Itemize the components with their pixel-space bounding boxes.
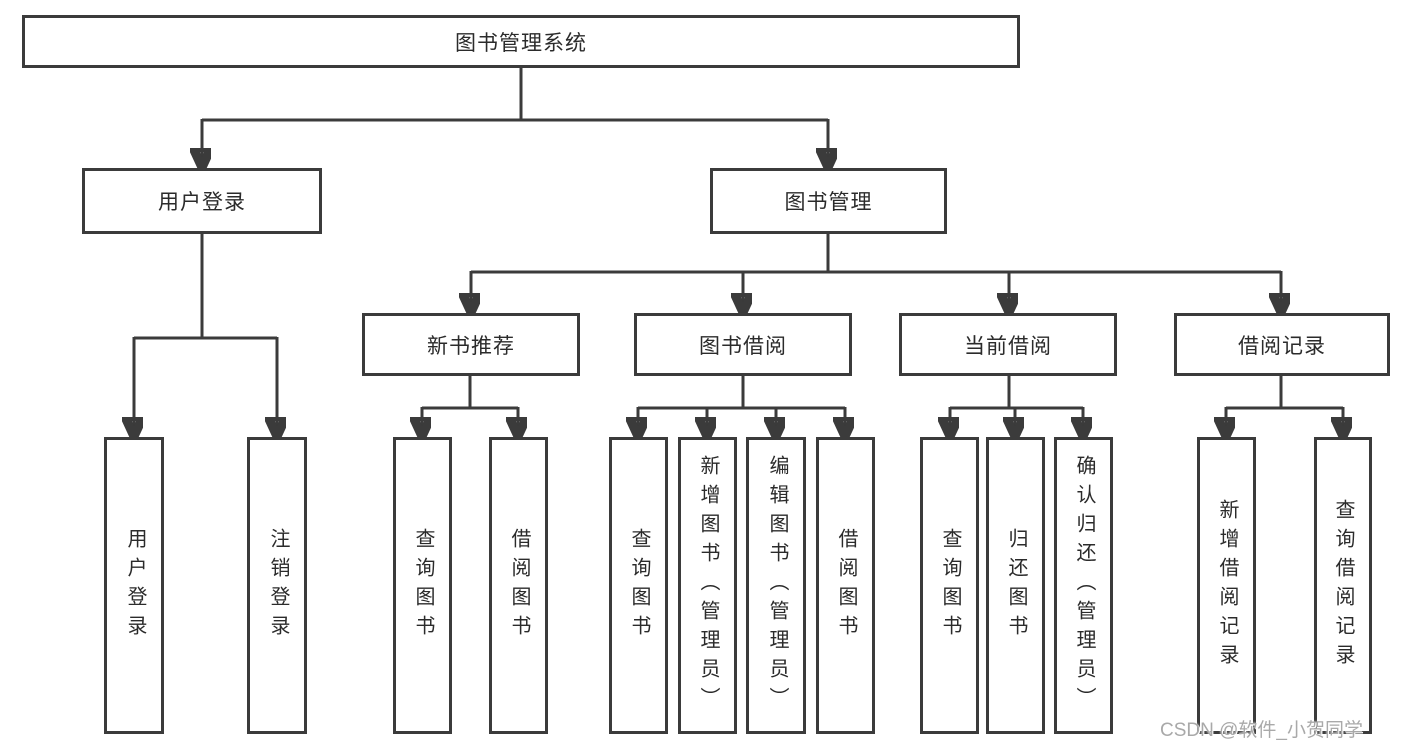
leaf-borrowing-add-books-admin: 新增图书（管理员） xyxy=(678,437,737,734)
edge-user-login-trunk xyxy=(134,234,277,340)
edge-book-borrow-trunk xyxy=(638,376,845,410)
node-current-borrowing: 当前借阅 xyxy=(899,313,1117,376)
leaf-borrowing-edit-books-admin: 编辑图书（管理员） xyxy=(746,437,806,734)
leaf-records-add-record: 新增借阅记录 xyxy=(1197,437,1256,734)
edge-root-trunk xyxy=(202,68,828,122)
leaf-borrowing-query-books: 查询图书 xyxy=(609,437,668,734)
leaf-user-login: 用户登录 xyxy=(104,437,164,734)
node-book-borrowing: 图书借阅 xyxy=(634,313,852,376)
leaf-records-query-record: 查询借阅记录 xyxy=(1314,437,1372,734)
node-book-management: 图书管理 xyxy=(710,168,947,234)
leaf-current-confirm-return-admin: 确认归还（管理员） xyxy=(1054,437,1113,734)
leaf-newbooks-query-books: 查询图书 xyxy=(393,437,452,734)
node-new-book-recommend: 新书推荐 xyxy=(362,313,580,376)
node-user-login: 用户登录 xyxy=(82,168,322,234)
leaf-current-query-books: 查询图书 xyxy=(920,437,979,734)
leaf-newbooks-borrow-books: 借阅图书 xyxy=(489,437,548,734)
edge-new-books-trunk xyxy=(422,376,518,410)
leaf-logout: 注销登录 xyxy=(247,437,307,734)
csdn-watermark: CSDN @软件_小贺同学 xyxy=(1160,720,1363,741)
edge-records-trunk xyxy=(1226,376,1343,410)
leaf-borrowing-borrow-books: 借阅图书 xyxy=(816,437,875,734)
edge-current-trunk xyxy=(950,376,1083,410)
leaf-current-return-books: 归还图书 xyxy=(986,437,1045,734)
node-borrow-records: 借阅记录 xyxy=(1174,313,1390,376)
edge-book-mgmt-trunk xyxy=(471,234,1281,274)
node-book-management-system: 图书管理系统 xyxy=(22,15,1020,68)
